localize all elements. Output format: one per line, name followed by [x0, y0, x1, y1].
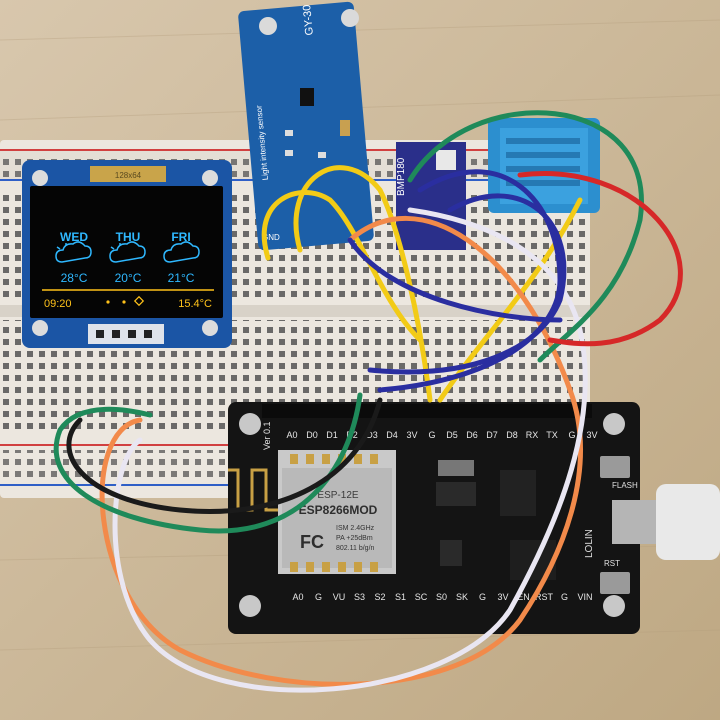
oled-screen: [30, 186, 223, 318]
indoor-temperature: 15.4°C: [178, 298, 212, 310]
flash-label: FLASH: [612, 481, 638, 490]
flash-button[interactable]: [600, 456, 630, 478]
forecast-day-2: THU: [116, 230, 141, 244]
cloud-icon: [163, 241, 200, 263]
forecast-day-1: WED: [60, 230, 88, 244]
fc-mark: FC: [300, 532, 324, 552]
micro-usb-port[interactable]: [612, 500, 658, 544]
pin-label: S3: [354, 592, 365, 602]
pin-label: SC: [415, 592, 428, 602]
pin-label: G: [568, 430, 575, 440]
current-page-diamond-icon: [133, 295, 145, 307]
pin-label: A0: [292, 592, 303, 602]
pin-label: G: [428, 430, 435, 440]
pin-label: 3V: [586, 430, 597, 440]
forecast-temp-3: 21°C: [168, 271, 195, 285]
cloud-icon: [109, 241, 146, 263]
esp-spec-line-2: PA +25dBm: [336, 535, 373, 542]
pin-label: G: [479, 592, 486, 602]
pin-label: S0: [436, 592, 447, 602]
pin-label: A0: [286, 430, 297, 440]
pin-label: D6: [466, 430, 478, 440]
esp-module-label: ESP-12E: [317, 490, 358, 501]
page-dot-icon: [106, 300, 110, 304]
pin-label: RX: [526, 430, 539, 440]
gy30-light-sensor: GY-30 Light intensity sensor GND: [238, 1, 374, 251]
pin-label: 3V: [406, 430, 417, 440]
pin-label: D0: [306, 430, 318, 440]
usb-cable: [656, 484, 720, 560]
forecast-temp-2: 20°C: [115, 271, 142, 285]
reset-button[interactable]: [600, 572, 630, 594]
pin-label: D3: [366, 430, 378, 440]
esp-spec-line-1: ISM 2.4GHz: [336, 525, 375, 532]
clock-time: 09:20: [44, 298, 72, 310]
dht11-sensor: [488, 118, 600, 213]
pin-label: EN: [517, 592, 530, 602]
pin-label: S1: [395, 592, 406, 602]
rst-label: RST: [604, 559, 620, 568]
pin-label: S2: [374, 592, 385, 602]
jumper-wires: [53, 110, 683, 693]
brand-label: LOLIN: [584, 529, 595, 558]
pin-label: D8: [506, 430, 518, 440]
pin-label: D5: [446, 430, 458, 440]
pin-label: SK: [456, 592, 468, 602]
oled-module: 128x64 WED THU FRI 28°C 20°C 21°C 09:20: [22, 160, 232, 348]
forecast-day-3: FRI: [171, 230, 190, 244]
bmp180-label: BMP180: [396, 157, 407, 196]
pin-label: RST: [535, 592, 554, 602]
bottom-pin-labels: A0 G VU S3 S2 S1 SC S0 SK G 3V EN RST G VIN: [292, 592, 592, 602]
wifi-antenna-trace: [228, 468, 282, 512]
esp-spec-line-3: 802.11 b/g/n: [336, 545, 375, 552]
pin-label: D4: [386, 430, 398, 440]
board-version: Ver 0.1: [262, 421, 272, 450]
pin-label: 3V: [497, 592, 508, 602]
oled-top-label: 128x64: [115, 171, 142, 180]
gy30-gnd-label: GND: [262, 233, 280, 242]
pin-label: VU: [333, 592, 346, 602]
cloud-icon: [55, 241, 92, 263]
pin-label: G: [561, 592, 568, 602]
pin-label: TX: [546, 430, 558, 440]
pin-label: VIN: [577, 592, 592, 602]
page-dot-icon: [122, 300, 126, 304]
forecast-temp-1: 28°C: [61, 271, 88, 285]
pin-label: D7: [486, 430, 498, 440]
esp-chip-label: ESP8266MOD: [299, 503, 378, 517]
pin-label: D1: [326, 430, 338, 440]
pin-label: G: [315, 592, 322, 602]
gy30-model-label: GY-30: [301, 4, 316, 36]
